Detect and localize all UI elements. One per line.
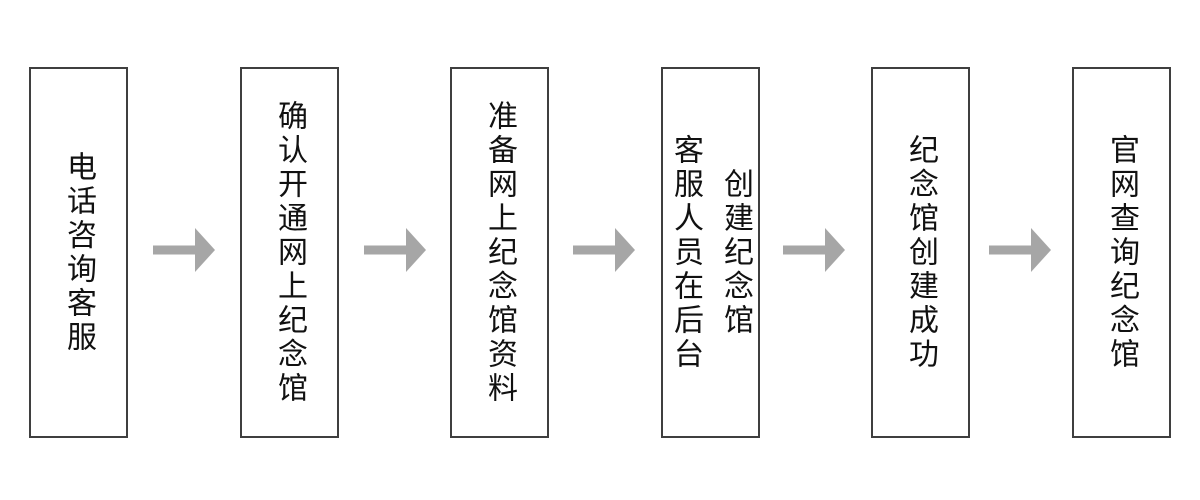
flow-step-label-line2: 创建纪念馆	[719, 167, 752, 338]
flow-step-label: 确认开通网上纪念馆	[273, 99, 306, 406]
flow-step-official-site-lookup: 官网查询纪念馆	[1072, 67, 1171, 438]
flow-step-label: 准备网上纪念馆资料	[483, 99, 516, 406]
arrow-right-icon	[153, 228, 215, 272]
flow-step-prepare-materials: 准备网上纪念馆资料	[450, 67, 549, 438]
flow-step-phone-consult: 电话咨询客服	[29, 67, 128, 438]
flow-step-label: 纪念馆创建成功	[904, 133, 937, 372]
arrow-right-icon	[364, 228, 426, 272]
flow-step-backend-create: 客服人员在后台 创建纪念馆	[661, 67, 760, 438]
flow-step-create-success: 纪念馆创建成功	[871, 67, 970, 438]
arrow-right-icon	[989, 228, 1051, 272]
flow-step-label: 官网查询纪念馆	[1105, 133, 1138, 372]
flow-step-confirm-open: 确认开通网上纪念馆	[240, 67, 339, 438]
flow-step-label-line1: 客服人员在后台	[669, 133, 702, 372]
arrow-right-icon	[783, 228, 845, 272]
flow-step-label: 电话咨询客服	[62, 150, 95, 355]
arrow-right-icon	[573, 228, 635, 272]
